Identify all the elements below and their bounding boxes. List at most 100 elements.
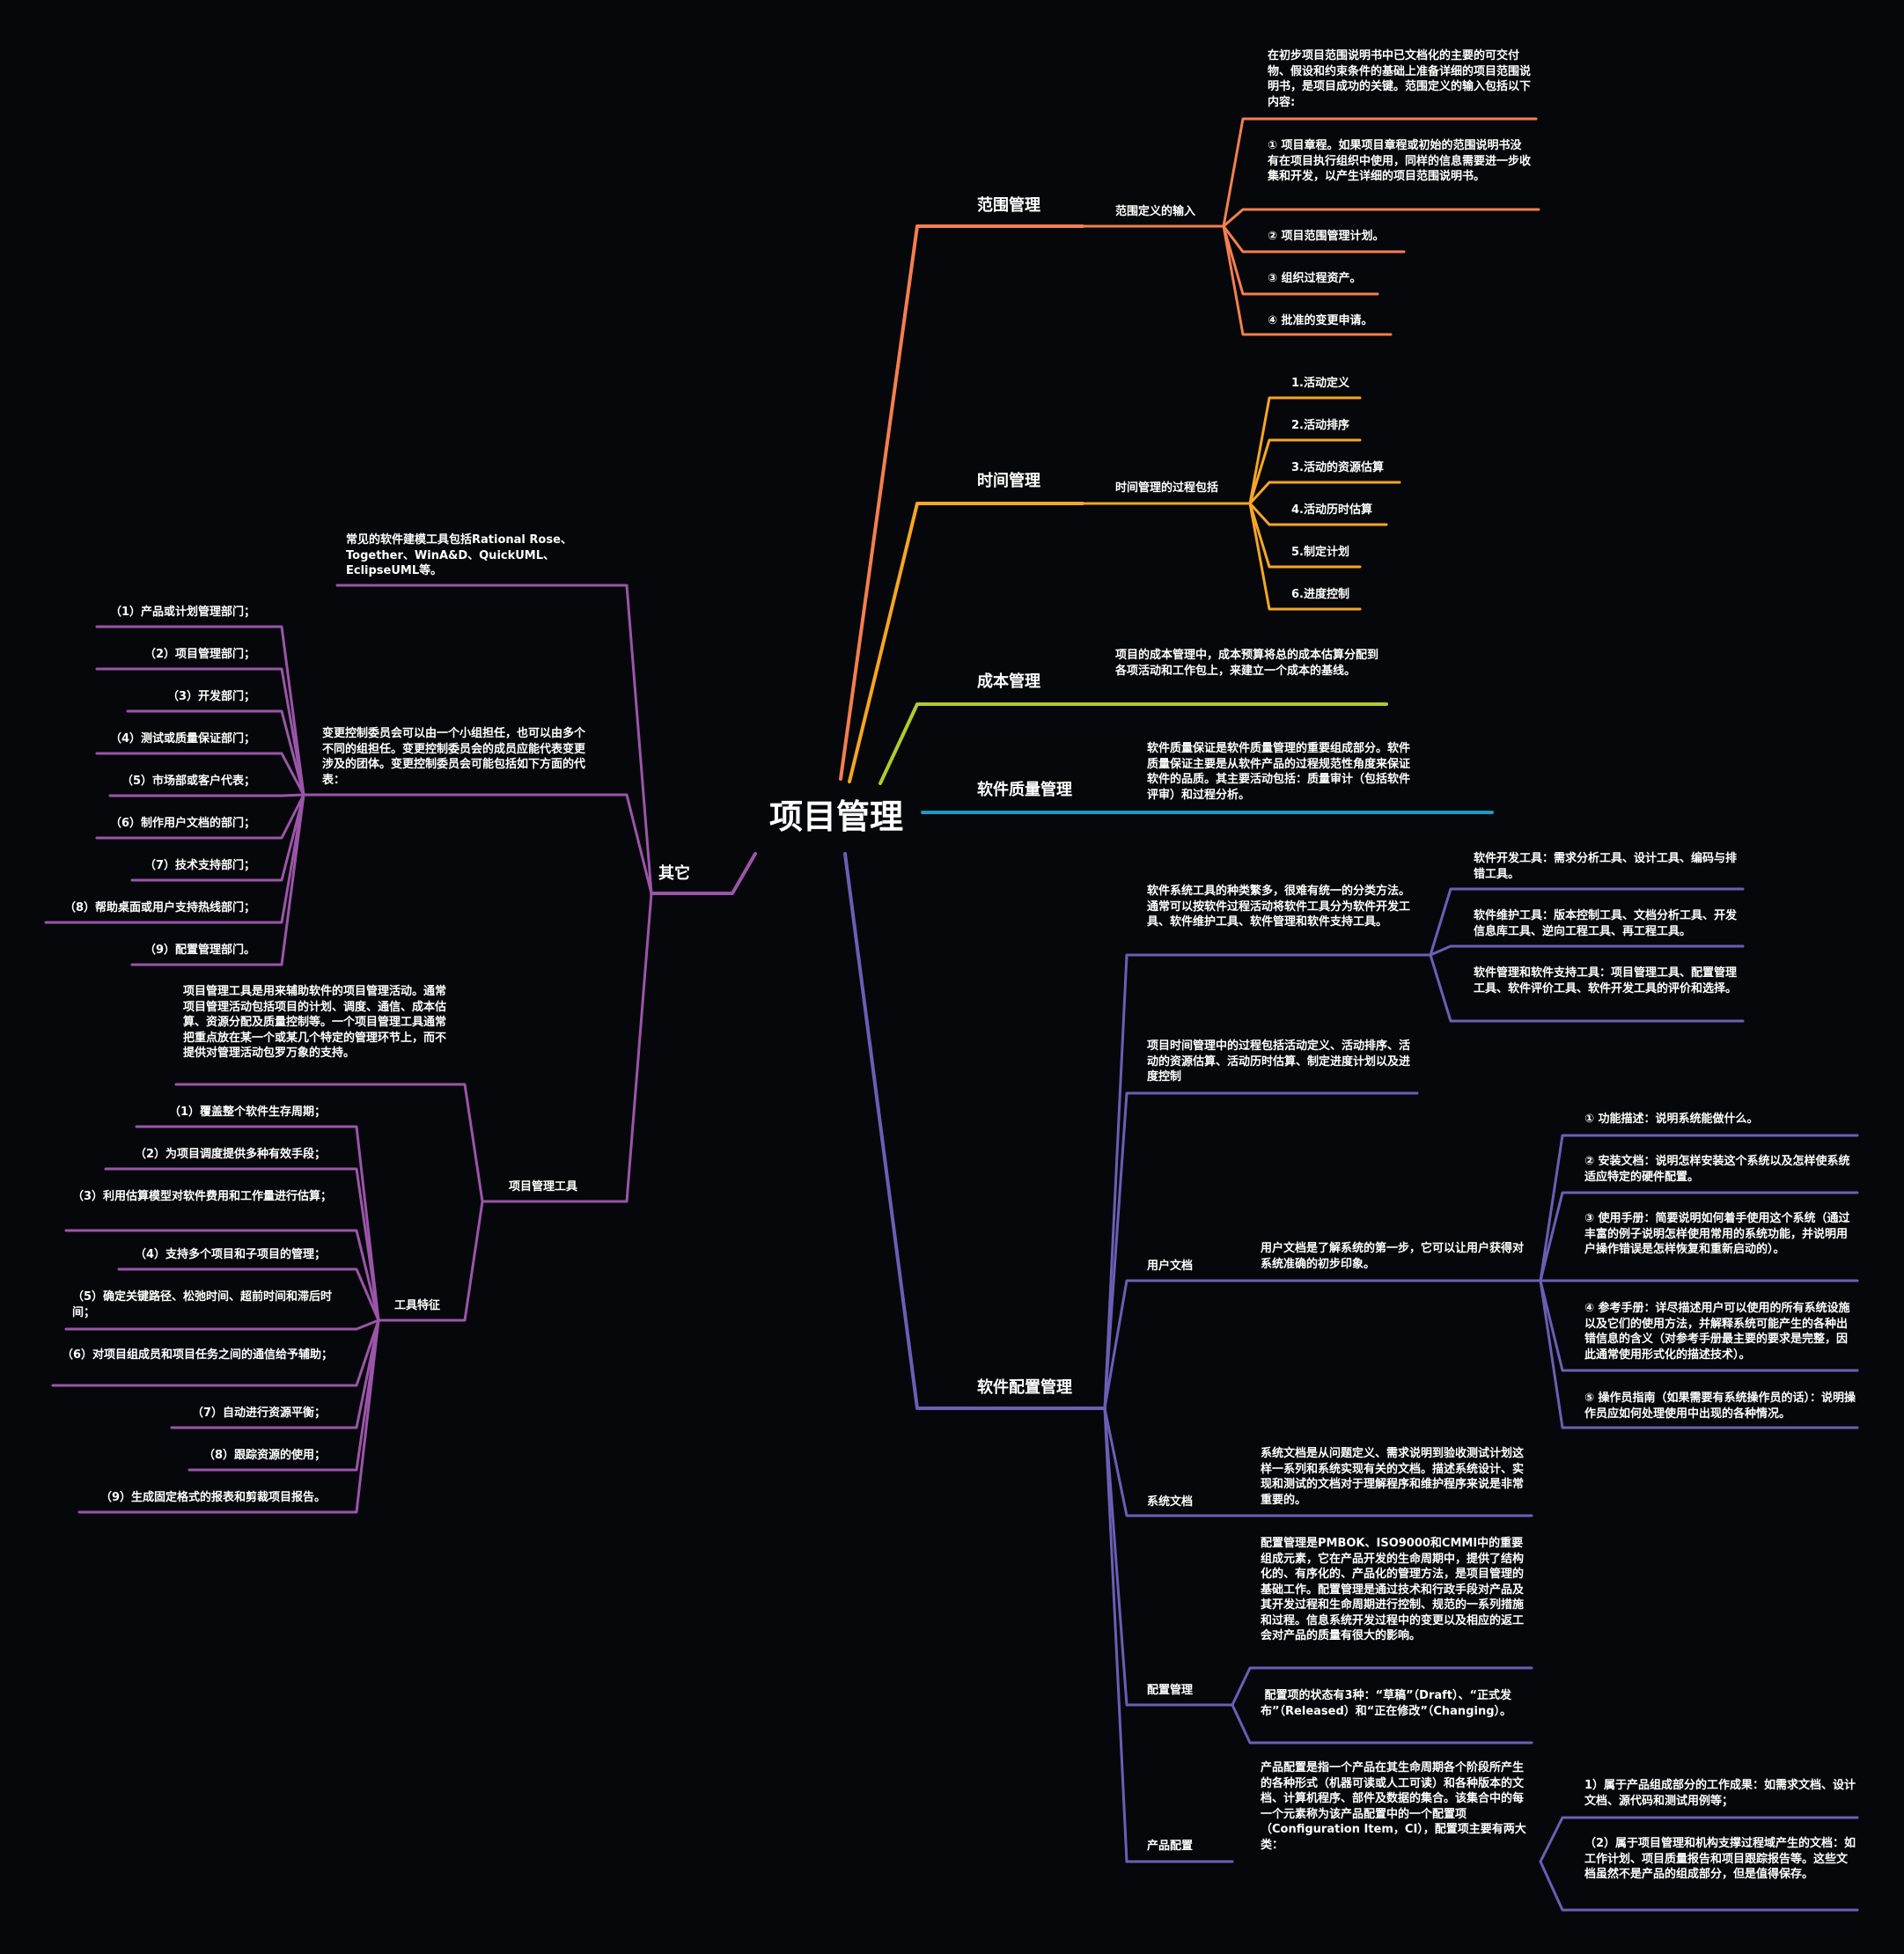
edge-cfg-userdoc xyxy=(1103,1279,1542,1410)
ccb-item-4[interactable]: （4）测试或质量保证部门； xyxy=(109,732,255,746)
edge-userdoc-item-0 xyxy=(1539,1134,1859,1282)
user-doc-item-4[interactable]: ④ 参考手册：详尽描述用户可以使用的所有系统设施以及它们的使用方法，并解释系统可… xyxy=(1584,1302,1850,1362)
edge-prod-item-1 xyxy=(1539,1860,1859,1912)
time-item-4[interactable]: 4.活动历时估算 xyxy=(1291,503,1372,517)
edge-scope-item-2 xyxy=(1222,224,1406,253)
sys-doc-label[interactable]: 系统文档 xyxy=(1147,1495,1194,1509)
feature-item-8[interactable]: （8）跟踪资源的使用； xyxy=(202,1449,326,1462)
ccb-item-3[interactable]: （3）开发部门； xyxy=(166,690,255,703)
user-doc-item-1[interactable]: ① 功能描述：说明系统能做什么。 xyxy=(1584,1113,1759,1126)
root-topic[interactable]: 项目管理 xyxy=(769,797,904,836)
edge-scope-item-4 xyxy=(1222,224,1393,336)
edge-cfg-time xyxy=(1103,1091,1419,1410)
edge-feature-item-6 xyxy=(170,1319,380,1429)
edge-prod-item-0 xyxy=(1539,1816,1859,1863)
ccb-item-1[interactable]: （1）产品或计划管理部门； xyxy=(109,606,255,619)
time-item-2[interactable]: 2.活动排序 xyxy=(1291,419,1349,432)
edge-root-scope xyxy=(839,224,1084,781)
edge-time-item-5 xyxy=(1248,502,1362,611)
feature-item-1[interactable]: （1）覆盖整个软件生存周期； xyxy=(168,1106,326,1119)
edge-time-item-0 xyxy=(1248,396,1362,505)
scope-item-intro[interactable]: 在初步项目范围说明书中已文档化的主要的可交付物、假设和约束条件的基础上准备详细的… xyxy=(1268,49,1532,109)
cm-item-1[interactable]: 配置管理是PMBOK、ISO9000和CMMI中的重要组成元素，它在产品开发的生… xyxy=(1261,1537,1525,1643)
edge-cfg-cm xyxy=(1103,1407,1234,1707)
ccb-item-6[interactable]: （6）制作用户文档的部门； xyxy=(109,817,255,830)
edge-scope-item-1 xyxy=(1222,208,1540,228)
scope-item-charter[interactable]: ① 项目章程。如果项目章程或初始的范围说明书没有在项目执行组织中使用，同样的信息… xyxy=(1268,139,1532,184)
config-tool-mgmt[interactable]: 软件管理和软件支持工具：项目管理工具、配置管理工具、软件评价工具、软件开发工具的… xyxy=(1474,966,1738,995)
branch-scope-management[interactable]: 范围管理 xyxy=(977,196,1040,215)
feature-item-6[interactable]: （6）对项目组成员和项目任务之间的通信给予辅助； xyxy=(62,1348,334,1362)
cm-item-2[interactable]: 配置项的状态有3种：“草稿”（Draft）、“正式发布”（Released）和“… xyxy=(1261,1689,1512,1718)
edge-cfg-tools xyxy=(1103,953,1432,1410)
scope-item-changes[interactable]: ④ 批准的变更申请。 xyxy=(1268,314,1373,327)
scope-definition-input[interactable]: 范围定义的输入 xyxy=(1115,205,1196,218)
user-doc-item-5[interactable]: ⑤ 操作员指南（如果需要有系统操作员的话）：说明操作员应如何处理使用中出现的各种… xyxy=(1584,1392,1856,1421)
ccb-item-5[interactable]: （5）市场部或客户代表； xyxy=(121,775,255,788)
pm-tools-label[interactable]: 项目管理工具 xyxy=(509,1180,578,1194)
branch-other[interactable]: 其它 xyxy=(658,864,690,883)
edge-feature-item-2 xyxy=(64,1229,380,1322)
config-tool-maint[interactable]: 软件维护工具：版本控制工具、文档分析工具、开发信息库工具、逆向工程工具、再工程工… xyxy=(1474,909,1738,938)
feature-item-2[interactable]: （2）为项目调度提供多种有效手段； xyxy=(134,1148,326,1161)
edge-tools-item-1 xyxy=(1429,944,1745,957)
quality-text[interactable]: 软件质量保证是软件质量管理的重要组成部分。软件质量保证主要是从软件产品的过程规范… xyxy=(1147,742,1411,802)
modeling-tools-text[interactable]: 常见的软件建模工具包括Rational Rose、Together、WinA&D… xyxy=(346,533,572,578)
config-time-text[interactable]: 项目时间管理中的过程包括活动定义、活动排序、活动的资源估算、活动历时估算、制定进… xyxy=(1147,1039,1411,1084)
edge-feature-item-1 xyxy=(104,1167,380,1322)
edge-ccb-item-8 xyxy=(130,793,305,966)
ccb-item-9[interactable]: （9）配置管理部门。 xyxy=(143,944,255,957)
prod-config-item-1[interactable]: 1）属于产品组成部分的工作成果：如需求文档、设计文档、源代码和测试用例等； xyxy=(1584,1779,1856,1808)
feature-item-9[interactable]: （9）生成固定格式的报表和剪裁项目报告。 xyxy=(99,1491,326,1504)
edge-root-config xyxy=(843,852,1106,1410)
prod-config-text[interactable]: 产品配置是指一个产品在其生命周期各个阶段所产生的各种形式（机器可读或人工可读）和… xyxy=(1261,1761,1526,1852)
edge-tools-item-2 xyxy=(1429,953,1745,1023)
user-doc-item-3[interactable]: ③ 使用手册：简要说明如何着手使用这个系统（通过丰富的例子说明怎样使用常用的系统… xyxy=(1584,1212,1850,1257)
time-item-6[interactable]: 6.进度控制 xyxy=(1291,588,1349,601)
cm-label[interactable]: 配置管理 xyxy=(1147,1684,1194,1697)
feature-item-7[interactable]: （7）自动进行资源平衡； xyxy=(191,1407,326,1420)
pm-tools-text[interactable]: 项目管理工具是用来辅助软件的项目管理活动。通常项目管理活动包括项目的计划、调度、… xyxy=(183,985,447,1061)
edge-time-item-1 xyxy=(1248,438,1362,505)
ccb-item-7[interactable]: （7）技术支持部门； xyxy=(143,859,255,872)
ccb-item-2[interactable]: （2）项目管理部门； xyxy=(143,648,255,661)
ccb-item-8[interactable]: （8）帮助桌面或用户支持热线部门； xyxy=(63,901,255,915)
prod-config-label[interactable]: 产品配置 xyxy=(1147,1840,1194,1853)
branch-time-management[interactable]: 时间管理 xyxy=(977,472,1040,490)
feature-item-4[interactable]: （4）支持多个项目和子项目的管理； xyxy=(134,1248,326,1261)
branch-quality-management[interactable]: 软件质量管理 xyxy=(977,781,1072,799)
edge-ccb-item-4 xyxy=(108,793,305,797)
edge-other-modeling xyxy=(335,584,653,895)
time-item-3[interactable]: 3.活动的资源估算 xyxy=(1291,461,1384,474)
prod-config-item-2[interactable]: （2）属于项目管理和机构支撑过程域产生的文档：如工作计划、项目质量报告和项目跟踪… xyxy=(1584,1837,1856,1882)
user-doc-text[interactable]: 用户文档是了解系统的第一步，它可以让用户获得对系统准确的初步印象。 xyxy=(1261,1242,1525,1271)
feature-item-5[interactable]: （5）确定关键路径、松弛时间、超前时间和滞后时间； xyxy=(72,1290,333,1319)
cost-text[interactable]: 项目的成本管理中，成本预算将总的成本估算分配到各项活动和工作包上，来建立一个成本… xyxy=(1115,649,1379,678)
ccb-text[interactable]: 变更控制委员会可以由一个小组担任，也可以由多个不同的组担任。变更控制委员会的成员… xyxy=(322,727,586,787)
time-item-5[interactable]: 5.制定计划 xyxy=(1291,546,1349,559)
edge-pmt-features xyxy=(377,1200,484,1322)
sys-doc-text[interactable]: 系统文档是从问题定义、需求说明到验收测试计划这样一系列和系统实现有关的文档。描述… xyxy=(1261,1447,1525,1507)
edge-root-cost xyxy=(878,702,1388,785)
edge-feature-item-8 xyxy=(77,1319,380,1514)
user-doc-label[interactable]: 用户文档 xyxy=(1147,1260,1194,1273)
edge-ccb-item-0 xyxy=(95,625,305,797)
edge-other-pmt xyxy=(481,892,653,1203)
edge-cm-item-1 xyxy=(1231,1703,1533,1745)
edge-time-item-3 xyxy=(1248,502,1388,526)
time-item-1[interactable]: 1.活动定义 xyxy=(1291,377,1349,390)
edge-feature-item-7 xyxy=(187,1319,380,1472)
config-tool-dev[interactable]: 软件开发工具：需求分析工具、设计工具、编码与排错工具。 xyxy=(1474,852,1738,881)
scope-item-assets[interactable]: ③ 组织过程资产。 xyxy=(1268,272,1362,285)
edge-ccb-item-5 xyxy=(95,793,305,840)
scope-item-plan[interactable]: ② 项目范围管理计划。 xyxy=(1268,230,1385,243)
branch-cost-management[interactable]: 成本管理 xyxy=(977,672,1040,691)
edge-pmt-text xyxy=(174,1083,484,1203)
edge-time-item-2 xyxy=(1248,481,1401,505)
branch-config-management[interactable]: 软件配置管理 xyxy=(977,1378,1072,1397)
config-tools-text[interactable]: 软件系统工具的种类繁多，很难有统一的分类方法。通常可以按软件过程活动将软件工具分… xyxy=(1147,885,1411,929)
tool-features-label[interactable]: 工具特征 xyxy=(394,1299,441,1312)
feature-item-3[interactable]: （3）利用估算模型对软件费用和工作量进行估算； xyxy=(72,1190,333,1203)
user-doc-item-2[interactable]: ② 安装文档：说明怎样安装这个系统以及怎样使系统适应特定的硬件配置。 xyxy=(1584,1155,1850,1184)
time-process-label[interactable]: 时间管理的过程包括 xyxy=(1115,481,1219,495)
